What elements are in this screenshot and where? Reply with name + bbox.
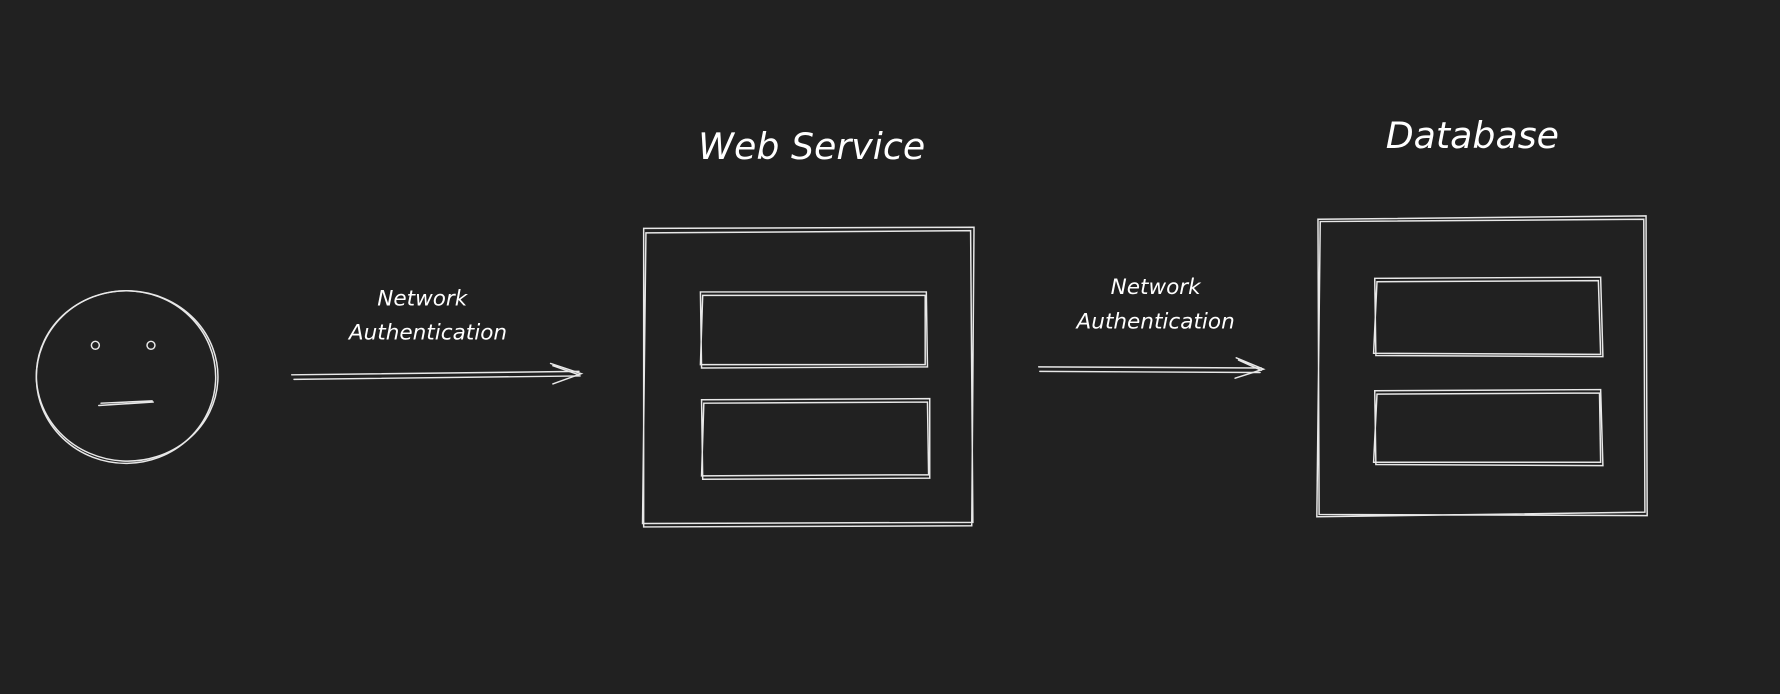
arrow-line bbox=[1037, 366, 1262, 374]
mouth bbox=[98, 400, 154, 407]
web-service-title: Web Service bbox=[698, 125, 925, 168]
arrow-line bbox=[291, 370, 581, 381]
web-service-node: Web Service bbox=[641, 125, 975, 528]
web-service-inner-block-1 bbox=[699, 291, 929, 369]
edge-webservice-to-database: Network Authentication bbox=[1037, 275, 1266, 379]
edge-label-line2: Authentication bbox=[347, 321, 507, 346]
edge-label-line1: Network bbox=[377, 287, 468, 312]
arrow-head bbox=[549, 362, 584, 385]
edge-user-to-webservice: Network Authentication bbox=[291, 287, 584, 385]
user-face-icon bbox=[35, 290, 219, 465]
edge-label-line2: Authentication bbox=[1075, 309, 1235, 334]
database-title: Database bbox=[1386, 114, 1559, 157]
left-eye bbox=[90, 340, 101, 351]
web-service-box bbox=[641, 226, 975, 528]
web-service-inner-block-2 bbox=[700, 397, 931, 480]
database-box bbox=[1316, 215, 1648, 518]
right-eye bbox=[146, 340, 156, 351]
database-node: Database bbox=[1316, 114, 1648, 518]
database-inner-block-2 bbox=[1372, 388, 1604, 467]
edge-label-line1: Network bbox=[1111, 275, 1202, 300]
arrow-head bbox=[1234, 357, 1266, 379]
database-inner-block-1 bbox=[1372, 276, 1604, 358]
